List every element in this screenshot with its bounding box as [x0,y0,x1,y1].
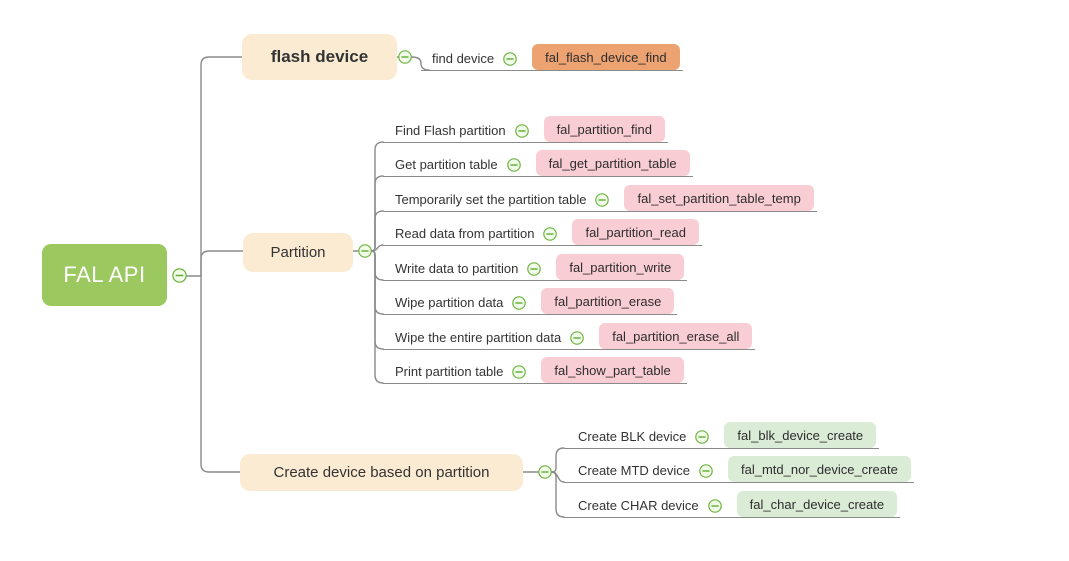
collapse-icon[interactable] [514,124,529,138]
collapse-icon[interactable] [512,296,527,310]
leaf-label: find device [432,51,495,66]
collapse-icon[interactable] [527,262,542,276]
collapse-icon[interactable] [699,464,713,478]
func-node[interactable]: fal_get_partition_table [535,150,690,176]
node-fal-api[interactable]: FAL API [42,244,167,306]
func-node[interactable]: fal_partition_write [556,254,685,280]
collapse-icon[interactable] [506,158,521,172]
func-node[interactable]: fal_set_partition_table_temp [624,185,814,211]
node-flash-device[interactable]: flash device [242,34,397,80]
leaf-label: Read data from partition [395,226,535,241]
collapse-icon[interactable] [358,244,373,259]
collapse-icon[interactable] [595,193,610,207]
func-node[interactable]: fal_flash_device_find [532,44,680,70]
collapse-icon[interactable] [707,499,722,513]
leaf-label: Print partition table [395,364,504,379]
leaf-row: Create CHAR device fal_char_device_creat… [564,489,901,518]
leaf-label: Create CHAR device [578,498,699,513]
func-node[interactable]: fal_partition_read [572,219,699,245]
leaf-label: Create BLK device [578,429,687,444]
collapse-icon[interactable] [695,430,710,444]
collapse-icon[interactable] [538,465,553,480]
leaf-row: Wipe partition data fal_partition_erase [383,286,678,315]
func-node[interactable]: fal_show_part_table [541,357,684,383]
leaf-row: Write data to partition fal_partition_wr… [383,252,688,281]
collapse-icon[interactable] [512,365,527,379]
leaf-label: Wipe partition data [395,295,504,310]
leaf-row: Create BLK device fal_blk_device_create [564,420,880,449]
leaf-label: Find Flash partition [395,123,506,138]
node-partition[interactable]: Partition [243,233,353,272]
leaf-row: Print partition table fal_show_part_tabl… [383,355,687,384]
collapse-icon[interactable] [172,268,187,283]
leaf-label: Temporarily set the partition table [395,192,587,207]
leaf-row: Wipe the entire partition data fal_parti… [383,321,756,350]
leaf-row: find device fal_flash_device_find [421,42,683,71]
node-create-device[interactable]: Create device based on partition [240,454,523,491]
leaf-label: Get partition table [395,157,498,172]
func-node[interactable]: fal_partition_erase [541,288,675,314]
func-node[interactable]: fal_partition_find [543,116,665,142]
collapse-icon[interactable] [503,52,517,66]
collapse-icon[interactable] [543,227,558,241]
func-node[interactable]: fal_partition_erase_all [599,323,753,349]
collapse-icon[interactable] [570,331,585,345]
leaf-label: Write data to partition [395,261,519,276]
func-node[interactable]: fal_blk_device_create [724,422,877,448]
func-node[interactable]: fal_char_device_create [736,491,898,517]
leaf-label: Create MTD device [578,463,690,478]
leaf-row: Temporarily set the partition table fal_… [383,183,817,212]
leaf-row: Read data from partition fal_partition_r… [383,217,702,246]
leaf-label: Wipe the entire partition data [395,330,562,345]
leaf-row: Get partition table fal_get_partition_ta… [383,148,693,177]
leaf-row: Find Flash partition fal_partition_find [383,114,668,143]
leaf-row: Create MTD device fal_mtd_nor_device_cre… [564,454,914,483]
func-node[interactable]: fal_mtd_nor_device_create [727,456,911,482]
collapse-icon[interactable] [398,50,413,65]
